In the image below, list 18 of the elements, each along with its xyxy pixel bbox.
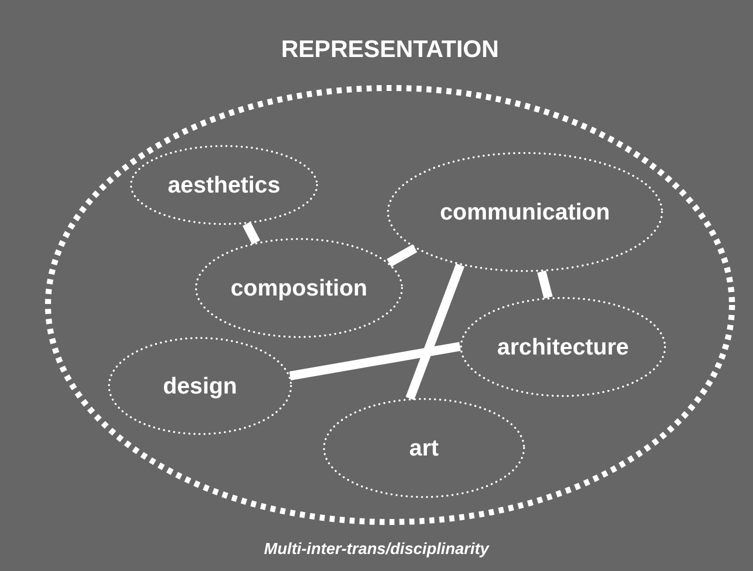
dotted-ellipse [195,238,403,338]
connector-line [242,222,260,245]
node-label: composition [230,274,368,302]
dotted-ellipse [387,152,663,272]
node-label: communication [440,198,610,226]
caption: Multi-inter-trans/disciplinarity [263,541,490,559]
connector-line [386,244,418,267]
node-label: aesthetics [168,172,280,198]
dotted-ellipse [323,398,525,498]
heading: REPRESENTATION [280,36,500,64]
dotted-ellipse [460,297,666,397]
node-label: design [162,372,238,400]
dotted-ellipse [130,145,318,225]
dotted-ellipse [108,337,292,435]
connector-line [537,270,553,299]
node-label: art [409,434,439,462]
connector-line [406,263,464,400]
node-label: architecture [497,334,629,360]
